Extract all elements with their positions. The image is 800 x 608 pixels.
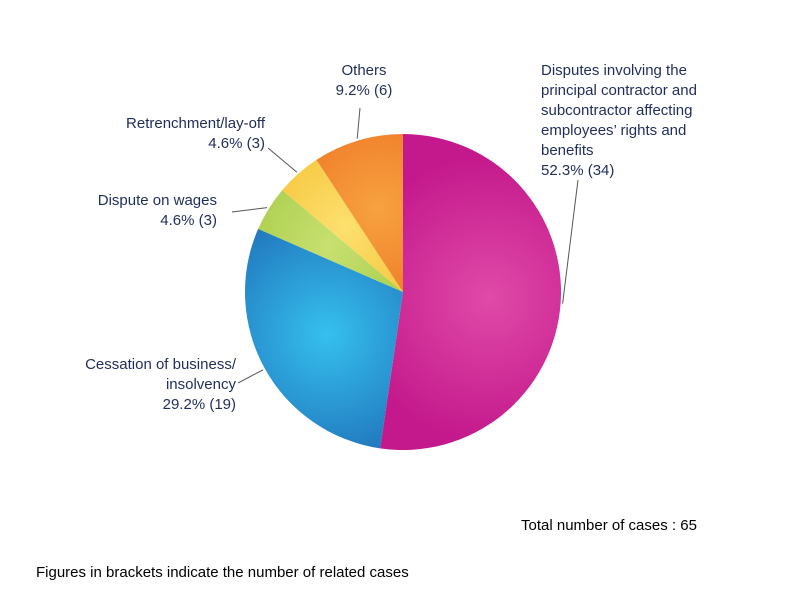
label-slice-4: Others 9.2% (6)	[314, 61, 414, 101]
label-line: Others	[341, 62, 387, 79]
label-line: Retrenchment/lay-off	[126, 115, 265, 132]
label-line: benefits	[541, 142, 594, 159]
pie-slice-2	[258, 190, 403, 292]
label-slice-1: Cessation of business/ insolvency 29.2% …	[85, 355, 236, 415]
leader-line-0	[562, 179, 579, 304]
leader-line-4	[356, 107, 361, 139]
pie-slice-3	[282, 159, 403, 292]
leader-line-2	[231, 207, 268, 213]
label-value: 4.6% (3)	[160, 212, 217, 229]
label-value: 29.2% (19)	[162, 396, 236, 413]
label-slice-0: Disputes involving the principal contrac…	[541, 61, 697, 181]
leader-line-1	[237, 369, 264, 384]
label-line: Cessation of business/	[85, 356, 236, 373]
label-value: 4.6% (3)	[208, 135, 265, 152]
label-line: principal contractor and	[541, 82, 697, 99]
label-line: Disputes involving the	[541, 62, 687, 79]
pie-slice-4	[316, 134, 403, 292]
label-slice-3: Retrenchment/lay-off 4.6% (3)	[126, 114, 265, 154]
label-line: insolvency	[165, 376, 236, 393]
pie-slice-1	[245, 228, 403, 449]
label-line: subcontractor affecting	[541, 102, 693, 119]
footnote: Figures in brackets indicate the number …	[36, 564, 409, 581]
pie-slice-0	[380, 134, 562, 450]
label-value: 9.2% (6)	[335, 82, 393, 99]
leader-line-3	[267, 147, 298, 173]
label-value: 52.3% (34)	[541, 162, 615, 179]
total-cases-note: Total number of cases : 65	[521, 517, 697, 534]
label-line: employees’ rights and	[541, 122, 687, 139]
label-slice-2: Dispute on wages 4.6% (3)	[98, 191, 217, 231]
label-line: Dispute on wages	[97, 192, 217, 209]
